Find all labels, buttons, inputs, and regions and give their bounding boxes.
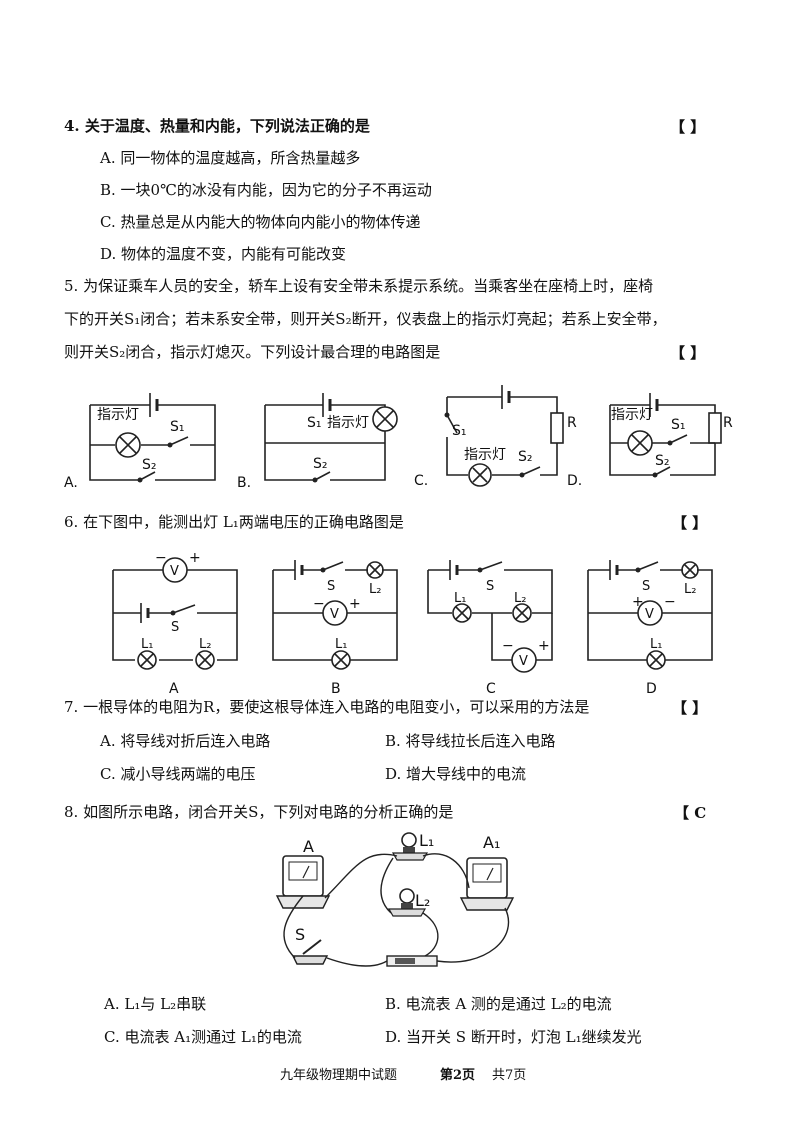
q6a-plus: + (189, 550, 201, 566)
q6c-s-label: S (486, 579, 494, 594)
q8-option-c: C. 电流表 A₁测通过 L₁的电流 (104, 1028, 302, 1046)
q4-stem: 4. 关于温度、热量和内能，下列说法正确的是 (64, 117, 370, 135)
q8-option-a: A. L₁与 L₂串联 (104, 995, 207, 1013)
q6b-l1-label: L₁ (335, 637, 347, 652)
q5-stem-line-3: 则开关S₂闭合，指示灯熄灭。下列设计最合理的电路图是 (64, 343, 441, 361)
battery-icon (386, 955, 438, 967)
q6c-l1-label: L₁ (454, 591, 466, 606)
switch-s-icon (291, 939, 329, 965)
q5d-r-label: R (723, 415, 733, 431)
q6a-l2-label: L₂ (199, 637, 211, 652)
q5a-s2-label: S₂ (142, 457, 157, 473)
q5-circuit-c: S₁ 指示灯 S₂ R C. (414, 385, 577, 489)
q7-answer-bracket: 【 】 (672, 699, 708, 717)
q6a-minus: − (155, 550, 167, 566)
q5b-s1-label: S₁ (307, 415, 322, 431)
q8-label-a1: A₁ (483, 833, 500, 852)
q6-circuit-c: S L₁ L₂ V − + C (427, 560, 553, 697)
q8-label-l1: L₁ (419, 831, 434, 850)
q5a-s1-label: S₁ (170, 419, 185, 435)
bulb-l2-icon (387, 888, 427, 917)
q7-option-d: D. 增大导线中的电流 (385, 765, 527, 783)
q7-option-a: A. 将导线对折后连入电路 (100, 732, 271, 750)
q5-stem-line-1: 5. 为保证乘车人员的安全，轿车上设有安全带未系提示系统。当乘客坐在座椅上时，座… (64, 277, 654, 295)
q5d-lamp-label: 指示灯 (611, 407, 653, 423)
q5c-lamp-label: 指示灯 (464, 447, 506, 463)
q5-circuit-b: S₁ 指示灯 S₂ B. (237, 393, 398, 491)
q6-circuit-d: S L₂ V + − L₁ D (587, 560, 713, 697)
q6d-l1-label: L₁ (650, 637, 662, 652)
q5c-r-label: R (567, 415, 577, 431)
q8-option-b: B. 电流表 A 测的是通过 L₂的电流 (385, 995, 612, 1013)
q6a-caption: A (169, 681, 179, 697)
q5d-option-label: D. (567, 473, 582, 489)
q7-stem: 7. 一根导体的电阻为R，要使这根导体连入电路的电阻变小，可以采用的方法是 (64, 698, 590, 716)
q6b-s-label: S (327, 579, 335, 594)
q4-option-a: A. 同一物体的温度越高，所含热量越多 (100, 149, 361, 167)
q6c-minus: − (502, 638, 514, 654)
q5-circuit-a: 指示灯 S₁ S₂ A. (64, 393, 216, 491)
q5-stem-line-2: 下的开关S₁闭合；若未系安全带，则开关S₂断开，仪表盘上的指示灯亮起；若系上安全… (64, 310, 667, 328)
q5-circuit-d: 指示灯 S₁ S₂ R D. (567, 393, 733, 489)
q6-circuit-a: V − + S L₁ L₂ A (112, 550, 238, 697)
q5c-s1-label: S₁ (452, 423, 467, 439)
q6d-minus: − (664, 594, 676, 610)
q6a-voltmeter-label: V (170, 564, 179, 579)
q6-answer-bracket: 【 】 (672, 514, 708, 532)
q8-label-l2: L₂ (415, 891, 430, 910)
q5a-lamp-label: 指示灯 (97, 407, 139, 423)
q5c-option-label: C. (414, 473, 428, 489)
q4-option-c: C. 热量总是从内能大的物体向内能小的物体传递 (100, 213, 421, 231)
q6b-l2-label: L₂ (369, 582, 381, 597)
q8-answer-bracket: 【 C (674, 804, 707, 822)
q4-option-d: D. 物体的温度不变，内能有可能改变 (100, 245, 347, 263)
ammeter-a1-icon (459, 857, 515, 911)
bulb-l1-icon (391, 832, 429, 861)
footer-total-pages: 共7页 (492, 1068, 527, 1083)
q8-label-s: S (295, 925, 305, 944)
q5b-s2-label: S₂ (313, 456, 328, 472)
q6d-l2-label: L₂ (684, 582, 696, 597)
q8-circuit-illustration: A L₁ L₂ A₁ S (275, 831, 515, 967)
ammeter-a-icon (275, 855, 331, 909)
q6c-plus: + (538, 638, 550, 654)
q5d-s2-label: S₂ (655, 453, 670, 469)
q7-option-c: C. 减小导线两端的电压 (100, 765, 256, 783)
q5c-s2-label: S₂ (518, 449, 533, 465)
q8-stem: 8. 如图所示电路，闭合开关S，下列对电路的分析正确的是 (64, 803, 454, 821)
q6d-voltmeter-label: V (645, 607, 654, 622)
q6c-caption: C (486, 681, 496, 697)
q4-option-b: B. 一块0℃的冰没有内能，因为它的分子不再运动 (100, 181, 432, 199)
q6b-voltmeter-label: V (330, 607, 339, 622)
q6b-minus: − (313, 596, 325, 612)
q8-label-a: A (303, 837, 314, 856)
q6c-voltmeter-label: V (519, 654, 528, 669)
q6b-plus: + (349, 596, 361, 612)
q6d-plus: + (632, 594, 644, 610)
q6-stem: 6. 在下图中，能测出灯 L₁两端电压的正确电路图是 (64, 513, 404, 531)
q5b-lamp-label: 指示灯 (327, 415, 369, 431)
q6d-caption: D (646, 681, 657, 697)
q6a-s-label: S (171, 620, 179, 635)
q5-answer-bracket: 【 】 (670, 344, 706, 362)
q4-answer-bracket: 【 】 (670, 118, 706, 136)
q6a-l1-label: L₁ (141, 637, 153, 652)
q6c-l2-label: L₂ (514, 591, 526, 606)
footer-page-number: 第2页 (440, 1068, 476, 1083)
q6-circuit-b: S L₂ V − + L₁ B (272, 560, 398, 697)
q5b-option-label: B. (237, 475, 251, 491)
q7-option-b: B. 将导线拉长后连入电路 (385, 732, 556, 750)
q8-option-d: D. 当开关 S 断开时，灯泡 L₁继续发光 (385, 1028, 642, 1046)
q5d-s1-label: S₁ (671, 417, 686, 433)
footer-exam-title: 九年级物理期中试题 (280, 1068, 398, 1083)
q6b-caption: B (331, 681, 341, 697)
q5a-option-label: A. (64, 475, 78, 491)
q6d-s-label: S (642, 579, 650, 594)
